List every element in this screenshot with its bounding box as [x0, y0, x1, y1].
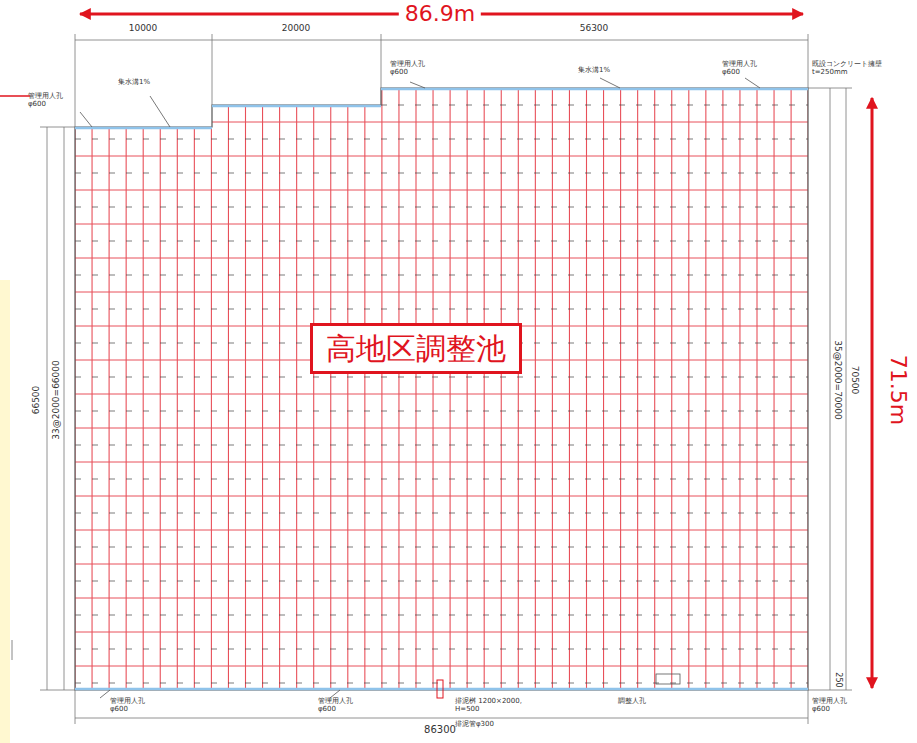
- dimension-arrow: [871, 98, 874, 688]
- note-text: 管理用人孔 φ600: [812, 697, 854, 713]
- dimension-text: 33@2000=66000: [51, 360, 61, 440]
- box-title: 高地区調整池: [326, 332, 506, 365]
- title-box: 高地区調整池: [310, 323, 522, 374]
- note-text: 集水溝1%: [578, 66, 610, 74]
- dimension-text: 66500: [31, 386, 41, 415]
- dimension-value: 71.5m: [885, 355, 910, 425]
- dimension-value: 86.9m: [399, 1, 481, 26]
- edge-mark: [12, 640, 13, 660]
- dimension-text: 20000: [282, 23, 311, 33]
- note-text: 管理用人孔 φ600: [318, 697, 360, 713]
- dimension-text: 70500: [850, 366, 860, 395]
- leader-lines: [80, 78, 760, 698]
- note-text: 調整人孔: [618, 697, 646, 705]
- note-text: 管理用人孔 φ600: [722, 60, 764, 76]
- collection-channel: [75, 89, 808, 689]
- edge-mark: [0, 95, 30, 97]
- note-text: 管理用人孔 φ600: [28, 92, 70, 108]
- note-text: 管理用人孔 φ600: [390, 60, 432, 76]
- dimension-text: 10000: [129, 23, 158, 33]
- dimension-text: 35@2000=70000: [833, 340, 843, 420]
- dimension-text: 86300: [424, 724, 456, 736]
- dimension-text: 250: [833, 672, 842, 687]
- drain-pit-symbol: [437, 680, 443, 698]
- floor-grid: [75, 85, 808, 690]
- note-text: 集水溝1%: [118, 78, 150, 86]
- dimension-text: 56300: [580, 23, 609, 33]
- note-text: 既設コンクリート擁壁 t=250mm: [812, 60, 892, 76]
- dimension-lines: [40, 34, 852, 724]
- note-text: 排泥管φ300: [455, 720, 494, 728]
- side-panel: [0, 280, 10, 743]
- note-text: 管理用人孔 φ600: [110, 697, 152, 713]
- note-text: 排泥桝 1200×2000, H=500: [455, 697, 525, 713]
- manhole-symbol: [656, 674, 680, 684]
- pool-outline: [75, 88, 808, 690]
